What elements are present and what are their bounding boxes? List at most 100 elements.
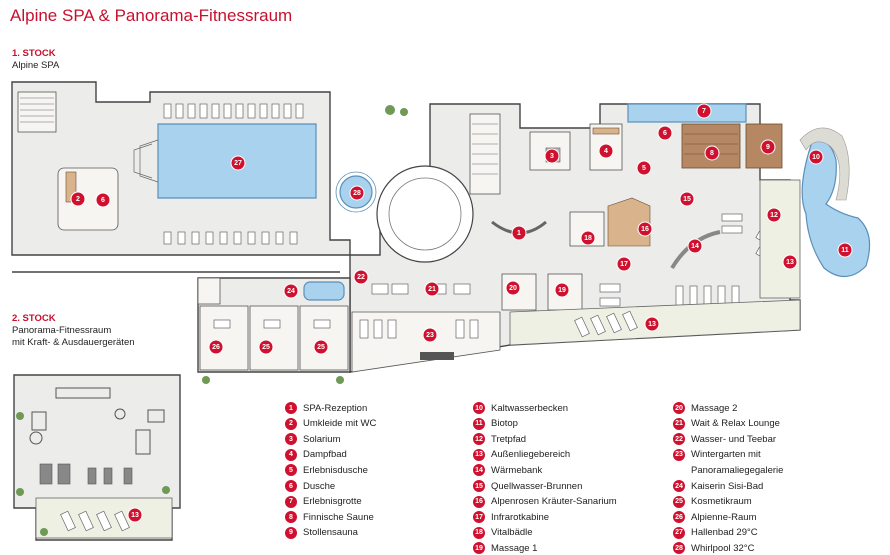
room-marker-number: 11 [841, 247, 849, 254]
room-marker: 12 [766, 207, 782, 223]
room-marker-number: 13 [131, 512, 139, 519]
room-marker: 17 [616, 256, 632, 272]
room-marker-number: 15 [683, 196, 691, 203]
legend-label: Vitalbädle [491, 527, 533, 539]
legend-label: Kaltwasserbecken [491, 402, 569, 414]
room-marker: 4 [598, 143, 614, 159]
legend-label: Kaiserin Sisi-Bad [691, 480, 764, 492]
room-marker: 6 [95, 192, 111, 208]
room-marker: 25 [258, 339, 274, 355]
room-marker: 11 [837, 242, 853, 258]
legend-label: Massage 1 [491, 542, 538, 554]
room-marker-number: 14 [691, 243, 699, 250]
room-marker-number: 2 [76, 196, 80, 203]
sisi-bath-tub [303, 281, 345, 301]
legend-label: Stollensauna [303, 527, 358, 539]
room-marker: 16 [637, 221, 653, 237]
legend-label: Dampfbad [303, 449, 347, 461]
room-marker-number: 27 [234, 160, 242, 167]
legend-item: 7 Erlebnisgrotte [285, 495, 362, 509]
alpienne-room [199, 305, 249, 371]
room-marker-number: 9 [766, 144, 770, 151]
room-marker-number: 10 [812, 154, 820, 161]
floor-1-subtitle: Alpine SPA [12, 60, 60, 71]
legend-item: 28 Whirlpool 32°C [673, 541, 754, 555]
room-marker: 13 [127, 507, 143, 523]
room-marker: 28 [349, 185, 365, 201]
legend-number-badge: 18 [473, 526, 485, 539]
legend-number-badge: 6 [285, 480, 297, 492]
room-marker-number: 3 [550, 153, 554, 160]
room-marker-number: 24 [287, 288, 295, 295]
legend-item-continued: Panoramaliegegalerie [691, 463, 783, 477]
room-marker-number: 7 [702, 108, 706, 115]
room-marker: 18 [580, 230, 596, 246]
legend-label: Massage 2 [691, 402, 738, 414]
room-marker: 5 [636, 160, 652, 176]
room-marker-number: 6 [101, 197, 105, 204]
legend-label: Erlebnisgrotte [303, 496, 362, 508]
room-marker: 14 [687, 238, 703, 254]
legend-label-line-2: Panoramaliegegalerie [691, 464, 784, 476]
legend-label: Tretpfad [491, 433, 527, 445]
legend-number-badge: 2 [285, 417, 297, 430]
room-marker: 3 [544, 148, 560, 164]
legend-number-badge: 28 [673, 542, 685, 555]
legend-label: Biotop [491, 418, 518, 430]
pool-steps [133, 139, 159, 183]
legend-label: Hallenbad 29°C [691, 527, 758, 539]
room-marker: 6 [657, 125, 673, 141]
room-marker: 19 [554, 282, 570, 298]
room-marker-number: 5 [642, 165, 646, 172]
room-marker: 2 [70, 191, 86, 207]
room-marker: 9 [760, 139, 776, 155]
room-marker: 15 [679, 191, 695, 207]
room-marker-number: 17 [620, 261, 628, 268]
legend-label: Wärmebank [491, 464, 543, 476]
legend-item: 18 Vitalbädle [473, 526, 533, 540]
room-marker-number: 20 [509, 285, 517, 292]
legend-number-badge: 14 [473, 464, 485, 477]
legend-label: Whirlpool 32°C [691, 542, 755, 554]
legend-label: Infrarotkabine [491, 511, 550, 523]
page-title: Alpine SPA & Panorama-Fitnessraum [10, 6, 293, 25]
changing-bench [65, 171, 77, 203]
room-marker-number: 21 [428, 286, 436, 293]
room-marker: 7 [696, 103, 712, 119]
legend-number-badge: 4 [285, 448, 297, 461]
experience-grotto [627, 103, 747, 123]
legend-item: 9 Stollensauna [285, 526, 358, 540]
legend-number-badge: 9 [285, 526, 297, 539]
room-marker: 8 [704, 145, 720, 161]
room-marker: 13 [644, 316, 660, 332]
room-marker-number: 22 [357, 274, 365, 281]
legend-number-badge: 5 [285, 464, 297, 477]
biotope-pond [801, 140, 871, 278]
legend-label: Dusche [303, 480, 336, 492]
room-marker: 27 [230, 155, 246, 171]
room-marker-number: 1 [517, 230, 521, 237]
legend-number-badge: 16 [473, 495, 485, 508]
legend-number-badge: 22 [673, 433, 685, 446]
room-marker: 21 [424, 281, 440, 297]
legend-number-badge: 23 [673, 448, 685, 461]
legend-number-badge: 8 [285, 511, 297, 524]
room-marker-number: 12 [770, 212, 778, 219]
legend-number-badge: 7 [285, 495, 297, 508]
legend-label: Kosmetikraum [691, 496, 752, 508]
room-marker: 20 [505, 280, 521, 296]
legend-number-badge: 21 [673, 417, 685, 430]
stair-room-left [17, 91, 57, 133]
room-marker-number: 28 [353, 190, 361, 197]
